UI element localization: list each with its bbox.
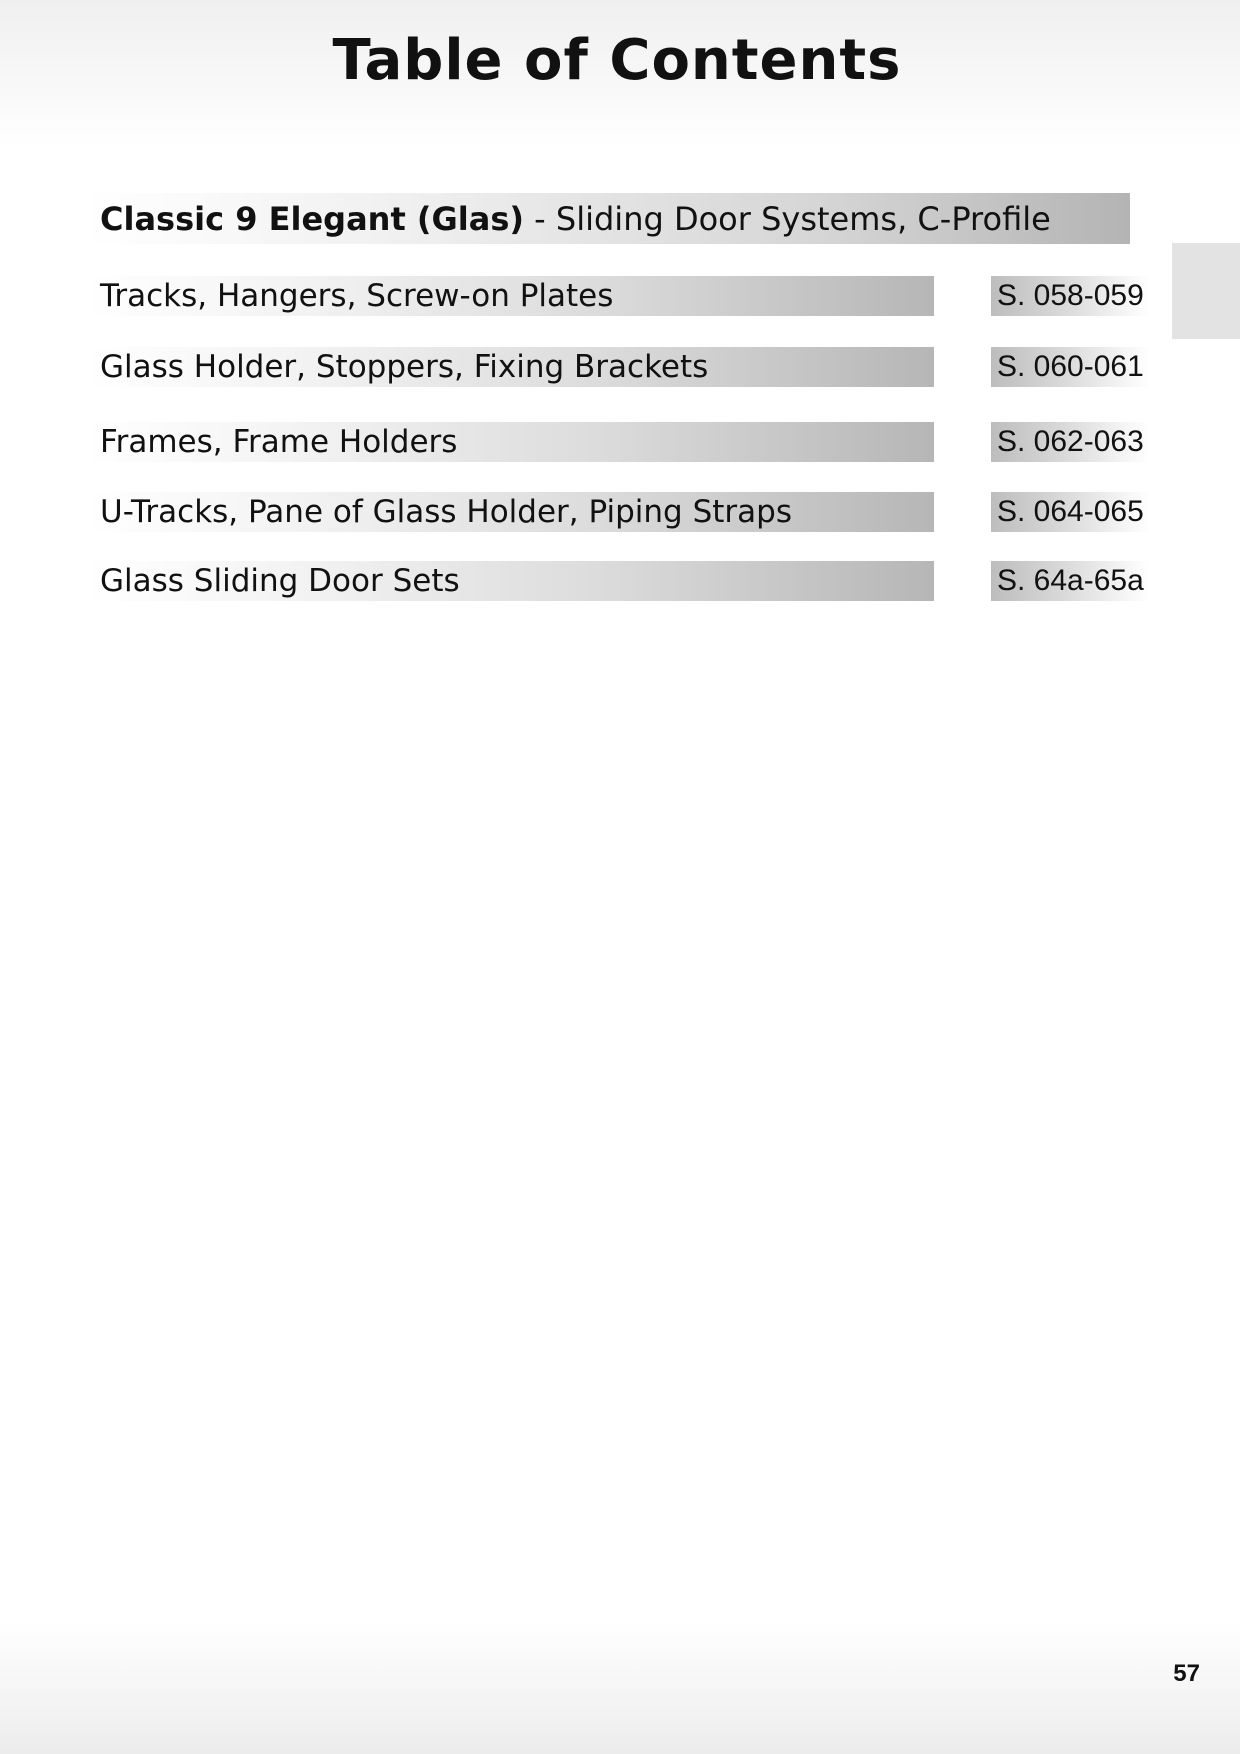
toc-entry[interactable]: U-Tracks, Pane of Glass Holder, Piping S… — [86, 492, 1150, 532]
toc-entry-label: Tracks, Hangers, Screw-on Plates — [86, 276, 934, 316]
toc-entry-label: Frames, Frame Holders — [86, 422, 934, 462]
section-name: Classic 9 Elegant (Glas) — [100, 199, 524, 238]
header-background — [0, 0, 1240, 150]
page-number: 57 — [1173, 1660, 1200, 1687]
section-header: Classic 9 Elegant (Glas) - Sliding Door … — [86, 193, 1130, 244]
footer-background — [0, 1620, 1240, 1754]
toc-entry-pages: S. 64a-65a — [991, 561, 1150, 601]
toc-entry-label: U-Tracks, Pane of Glass Holder, Piping S… — [86, 492, 934, 532]
page-title: Table of Contents — [332, 28, 902, 93]
toc-entry[interactable]: Glass Sliding Door Sets S. 64a-65a — [86, 561, 1150, 601]
toc-entry[interactable]: Glass Holder, Stoppers, Fixing Brackets … — [86, 347, 1150, 387]
toc-entry[interactable]: Frames, Frame Holders S. 062-063 — [86, 422, 1150, 462]
section-description: - Sliding Door Systems, C-Profile — [524, 199, 1051, 238]
toc-entry-label: Glass Holder, Stoppers, Fixing Brackets — [86, 347, 934, 387]
toc-entry-label: Glass Sliding Door Sets — [86, 561, 934, 601]
toc-entry-pages: S. 064-065 — [991, 492, 1150, 532]
toc-entry-pages: S. 060-061 — [991, 347, 1150, 387]
toc-entry-pages: S. 058-059 — [991, 276, 1150, 316]
chapter-tab-marker — [1172, 243, 1240, 339]
toc-entry-pages: S. 062-063 — [991, 422, 1150, 462]
toc-entry[interactable]: Tracks, Hangers, Screw-on Plates S. 058-… — [86, 276, 1150, 316]
